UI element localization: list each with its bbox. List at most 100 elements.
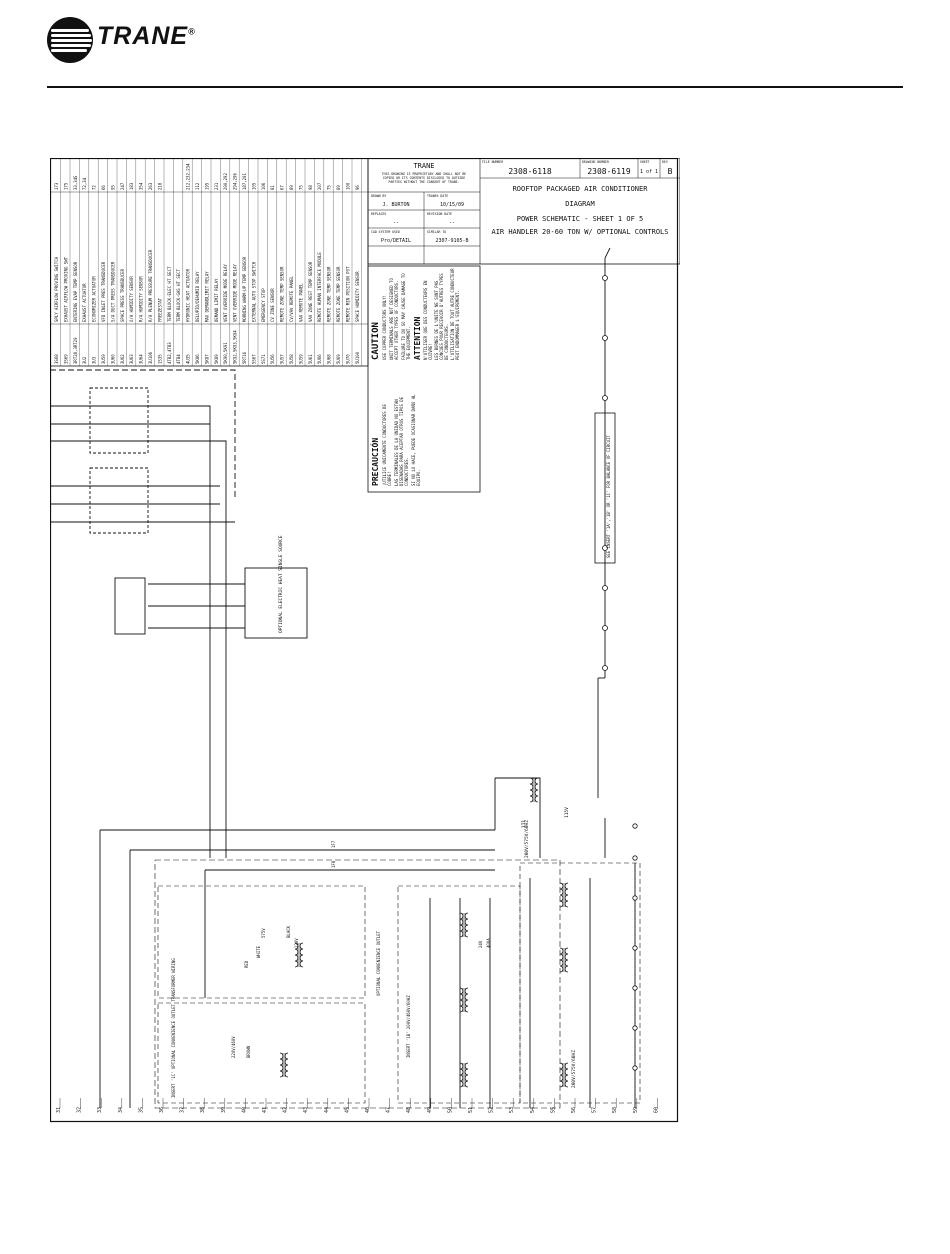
terminal-circle	[632, 945, 638, 951]
svg-text:CAD SYSTEM USED: CAD SYSTEM USED	[371, 230, 400, 234]
legend-code: 3U59	[101, 354, 106, 364]
legend-code: 3U64	[139, 354, 144, 364]
line-number: 42	[283, 1107, 289, 1113]
svg-text:40VA: 40VA	[486, 938, 491, 948]
svg-text:COBRE!: COBRE!	[387, 472, 392, 486]
page-header: TRANE®	[0, 0, 950, 90]
legend-desc: ECONOMIZER ACTUATOR	[92, 276, 97, 322]
legend-ref: 290,292	[223, 173, 228, 190]
line-number: 60	[653, 1107, 659, 1113]
line-number: 45	[344, 1107, 350, 1113]
terminal-circle	[632, 1025, 638, 1031]
legend-ref: 95	[110, 185, 115, 190]
legend-desc: EMERGENCY STOP	[261, 288, 266, 322]
svg-text:LAS TERMINALES DE LA UNIDAD NO: LAS TERMINALES DE LA UNIDAD NO ESTAN	[394, 399, 399, 486]
legend-desc: MORNING WARM-UP TEMP SENSOR	[242, 256, 247, 322]
line-number: 35	[138, 1107, 144, 1113]
svg-text:CONDUCTORES.: CONDUCTORES.	[404, 457, 409, 486]
svg-text:575V: 575V	[261, 928, 266, 938]
svg-text:J. BURTON: J. BURTON	[382, 202, 409, 208]
svg-text:PEUT ENDOMMAGER L'EQUIPEMENT.: PEUT ENDOMMAGER L'EQUIPEMENT.	[455, 290, 460, 360]
legend-desc: O/A HUMIDITY SENSOR	[129, 276, 134, 322]
legend-code: 5U69	[336, 354, 341, 364]
voltage-label-2: 200V/575V/60HZ	[571, 1050, 577, 1088]
transformer-coil	[559, 947, 569, 973]
voltage-label-1: 200V/575V/60HZ	[524, 820, 530, 858]
svg-text:1F8: 1F8	[331, 860, 336, 868]
terminal-circle	[632, 985, 638, 991]
terminal-circle	[632, 895, 638, 901]
terminal-circle	[632, 823, 638, 829]
legend-code: 3RT28,3RT29	[73, 337, 78, 364]
svg-text:BROWN: BROWN	[246, 1045, 251, 1058]
line-number: 56	[571, 1107, 577, 1113]
svg-text:CONCUES POUR RECEVOIR D'AUTRES: CONCUES POUR RECEVOIR D'AUTRES TYPES	[439, 273, 444, 360]
svg-text:SEE INSERT '1A','1B' OR '1C' F: SEE INSERT '1A','1B' OR '1C' FOR BALANCE…	[606, 435, 611, 558]
legend-desc: VENT OVERRIDE MODE RELAY	[233, 264, 238, 322]
terminal-circle	[602, 335, 608, 341]
elec-heat-label: OPTIONAL ELECTRIC HEAT SINGLE SOURCE	[278, 535, 284, 633]
svg-text:--: --	[393, 220, 399, 226]
legend-desc: SPLY AIRFLOW PROVING SWITCH	[54, 256, 59, 322]
legend-ref: 263	[148, 182, 153, 190]
transformer-coil	[294, 942, 304, 968]
svg-text:¡UTILICE UNICAMENTE CONDUCTORE: ¡UTILICE UNICAMENTE CONDUCTORES DE	[382, 404, 387, 486]
legend-ref: 100	[345, 182, 350, 190]
legend-ref: 81	[270, 185, 275, 190]
title-company: TRANE	[413, 162, 434, 170]
legend-desc: CV ZONE SENSOR	[270, 288, 275, 322]
line-number: 48	[406, 1107, 412, 1113]
legend-desc: VAV REMOTE PANEL	[298, 283, 303, 322]
svg-text:UNIT TERMINALS ARE NOT DESIGNE: UNIT TERMINALS ARE NOT DESIGNED TO	[389, 278, 394, 360]
line-number: 58	[612, 1107, 618, 1113]
svg-text:DRAWN BY: DRAWN BY	[371, 194, 386, 198]
svg-text:BLACK: BLACK	[286, 925, 291, 938]
insert-1c-label: INSERT '1C' OPTIONAL CONVENIENCE OUTLET …	[171, 958, 176, 1098]
legend-code: 3U106	[148, 351, 153, 364]
legend-desc: TERM BLOCK-ELEC HT SECT	[167, 266, 172, 322]
conv-outlet-label: OPTIONAL CONVENIENCE OUTLET	[376, 930, 381, 996]
legend-ref: 106	[261, 182, 266, 190]
transformer-coil	[529, 777, 539, 803]
legend-ref: 72,34	[82, 177, 87, 190]
legend-code: 5U56	[270, 354, 275, 364]
svg-text:REV: REV	[662, 160, 668, 164]
legend-code: 3U63	[129, 354, 134, 364]
svg-text:DRAWING NUMBER: DRAWING NUMBER	[582, 160, 609, 164]
legend-code: 5U68	[327, 354, 332, 364]
attention-title: ATTENTION	[413, 316, 422, 360]
line-number: 55	[550, 1107, 556, 1113]
svg-text:FILE NUMBER: FILE NUMBER	[482, 160, 503, 164]
svg-text:THE EQUIPMENT.: THE EQUIPMENT.	[406, 326, 411, 360]
legend-ref: 247	[120, 182, 125, 190]
svg-text:EQUIPO.: EQUIPO.	[416, 469, 421, 486]
svg-text:AIR HANDLER 20-60 TON W/ OPTIO: AIR HANDLER 20-60 TON W/ OPTIONAL CONTRO…	[491, 228, 668, 236]
legend-code: 5U59	[298, 354, 303, 364]
legend-code: 5K89	[214, 354, 219, 364]
svg-text:LES BORNES DE L'UNITE NE SONT: LES BORNES DE L'UNITE NE SONT PAS	[434, 280, 439, 360]
legend-row: 5S71 EMERGENCY STOP 106	[261, 158, 268, 366]
terminal-points	[602, 275, 638, 1071]
legend-desc: MAX DEMANDLIMIT RELAY	[204, 271, 209, 322]
legend-code: 5U58	[289, 354, 294, 364]
legend-desc: TERM BLOCK-GAS HT SECT	[176, 268, 181, 322]
svg-text:24V: 24V	[478, 940, 483, 948]
legend-code: 5S71	[261, 354, 266, 364]
svg-text:THIS DRAWING IS PROPRIETARY AN: THIS DRAWING IS PROPRIETARY AND SHALL NO…	[382, 172, 467, 176]
svg-text:1F7: 1F7	[331, 840, 336, 848]
line-number: 34	[118, 1107, 124, 1113]
legend-code: 3S69	[63, 354, 68, 364]
legend-ref: 75	[298, 185, 303, 190]
